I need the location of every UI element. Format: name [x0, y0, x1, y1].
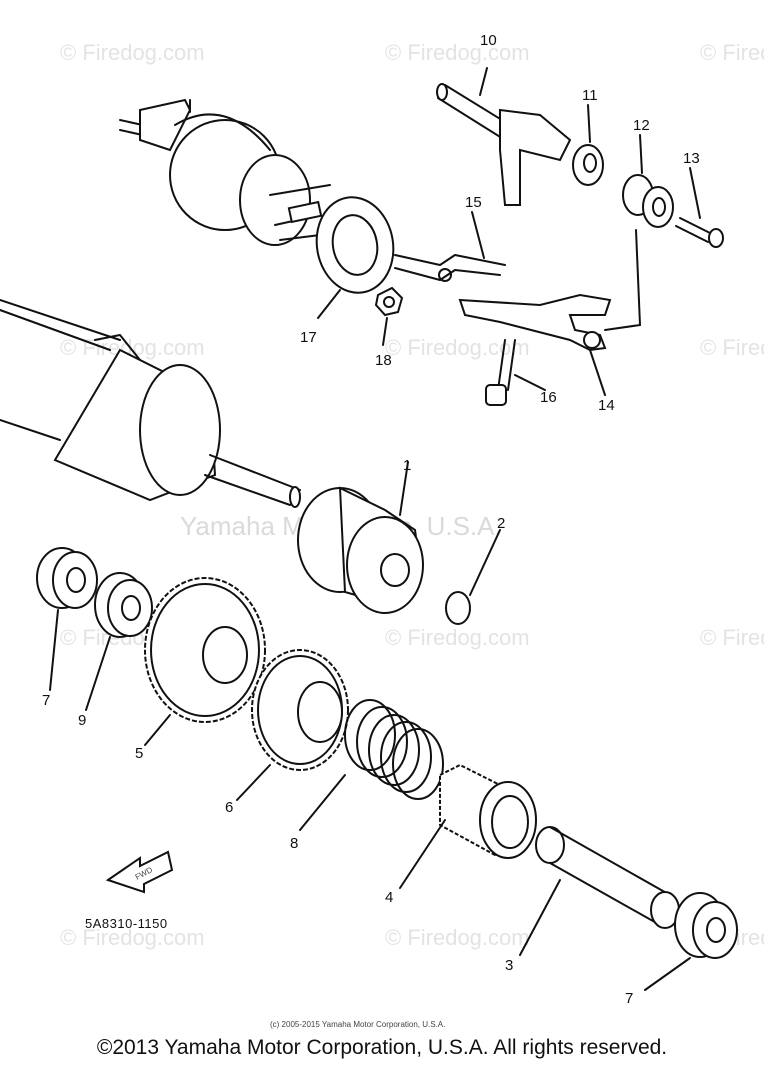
part-15-spring	[394, 211, 506, 282]
part-code: 5A8310-1150	[85, 916, 168, 931]
part-11-washer	[572, 104, 604, 186]
watermark: © Firedog.com	[60, 40, 205, 65]
callout-10: 10	[480, 32, 497, 49]
watermark: © Firedog.com	[385, 335, 530, 360]
watermark: © Firedog.com	[700, 335, 764, 360]
part-1-clutch	[297, 461, 424, 614]
callout-13: 13	[683, 150, 700, 167]
part-5-gear	[144, 577, 266, 746]
part-4-sleeve	[399, 763, 537, 889]
callout-4: 4	[385, 889, 393, 906]
part-12-bush	[622, 134, 674, 228]
callout-14: 14	[598, 397, 615, 414]
callout-8: 8	[290, 835, 298, 852]
part-10-shaft	[436, 67, 572, 206]
callout-2: 2	[497, 515, 505, 532]
callout-1: 1	[403, 457, 411, 474]
part-2-clip	[445, 529, 501, 625]
callout-3: 3	[505, 957, 513, 974]
small-copyright: (c) 2005-2015 Yamaha Motor Corporation, …	[270, 1020, 445, 1029]
part-13-screw	[675, 167, 724, 248]
callout-6: 6	[225, 799, 233, 816]
part-17-plate	[315, 196, 395, 319]
watermark: © Firedog.com	[60, 925, 205, 950]
callout-numbers: 1 2 3 4 5 6 7 7 8 9 10 11 12 13 14 15 16…	[42, 32, 700, 1007]
callout-7-right: 7	[625, 990, 633, 1007]
callout-12: 12	[633, 117, 650, 134]
starter-solenoid	[119, 98, 331, 246]
callout-5: 5	[135, 745, 143, 762]
starter-motor	[0, 299, 301, 508]
part-9-washer	[85, 572, 153, 711]
callout-11: 11	[582, 87, 598, 104]
watermark: © Firedog.com	[700, 625, 764, 650]
part-16-screw	[485, 339, 546, 406]
callout-7: 7	[42, 692, 50, 709]
part-18-nut	[374, 286, 404, 346]
callout-9: 9	[78, 712, 86, 729]
watermark: © Firedog.com	[385, 625, 530, 650]
watermark: © Firedog.com	[700, 40, 764, 65]
copyright-notice: ©2013 Yamaha Motor Corporation, U.S.A. A…	[96, 1036, 668, 1059]
part-7-bearing	[36, 547, 98, 691]
part-3-shaft	[519, 826, 680, 956]
callout-18: 18	[375, 352, 392, 369]
part-14-lever	[458, 229, 641, 396]
part-7-bearing-right	[644, 892, 738, 991]
part-6-gear	[236, 649, 349, 801]
callout-16: 16	[540, 389, 557, 406]
callout-15: 15	[465, 194, 482, 211]
watermark: © Firedog.com	[385, 925, 530, 950]
fwd-arrow-icon: FWD	[105, 850, 174, 894]
part-8-spring	[299, 699, 444, 831]
watermark: © Firedog.com	[385, 40, 530, 65]
callout-17: 17	[300, 329, 317, 346]
